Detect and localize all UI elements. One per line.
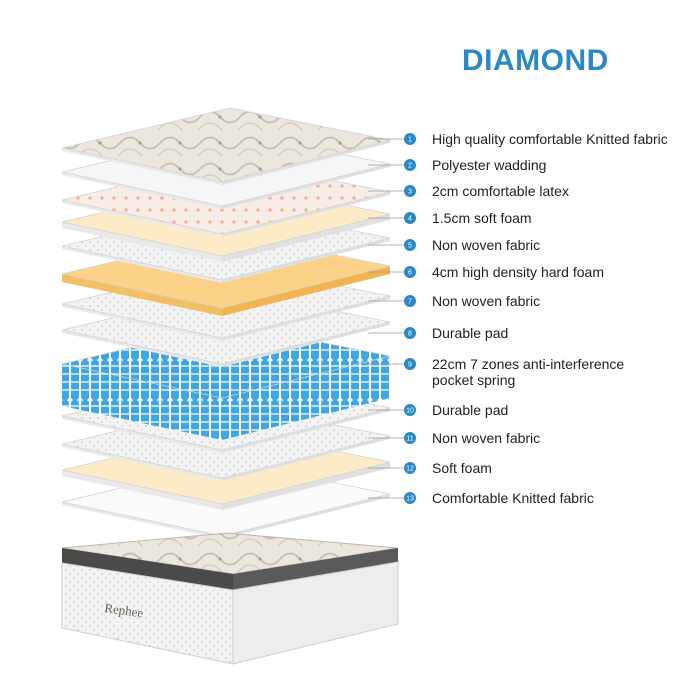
layer-side-8 <box>62 330 222 367</box>
layer-number-13: 13 <box>406 496 414 503</box>
layer-number-8: 8 <box>408 331 412 338</box>
assembled-mattress <box>61 532 399 665</box>
layer-number-badge-5 <box>404 239 416 251</box>
layer-side-3 <box>62 200 222 237</box>
layer-label-11: Non woven fabric <box>432 430 541 446</box>
layer-side-7 <box>62 304 222 341</box>
layer-label-8: Durable pad <box>432 325 509 341</box>
layer-number-badge-10 <box>404 404 416 416</box>
layer-side-10 <box>62 416 222 453</box>
layer-side-right-11 <box>222 436 390 481</box>
layer-number-6: 6 <box>408 270 412 277</box>
layer-label-4: 1.5cm soft foam <box>432 210 532 226</box>
layer-label-6: 4cm high density hard foam <box>432 264 604 280</box>
layer-number-badge-3 <box>404 185 416 197</box>
layer-side-2 <box>62 172 222 209</box>
layer-number-9: 9 <box>408 362 412 369</box>
layer-number-12: 12 <box>406 466 414 473</box>
layer-side-6 <box>62 274 222 316</box>
layer-number-10: 10 <box>406 408 414 415</box>
layer-number-badge-7 <box>404 295 416 307</box>
layer-number-badge-2 <box>404 159 416 171</box>
layer-label-13: Comfortable Knitted fabric <box>432 490 594 506</box>
layer-number-badge-13 <box>404 492 416 504</box>
layer-side-right-10 <box>222 408 390 453</box>
brand-label: Rephee <box>104 600 145 620</box>
layer-number-badge-4 <box>404 212 416 224</box>
layer-side-right-12 <box>222 462 390 510</box>
layer-quilted-knit-1 <box>61 107 391 183</box>
layer-number-11: 11 <box>406 436 413 443</box>
product-title: DIAMOND <box>462 44 609 77</box>
layer-side-right-6 <box>222 266 390 316</box>
layer-side-right-7 <box>222 296 390 341</box>
layer-label-9: 22cm 7 zones anti-interference <box>432 356 625 372</box>
layer-number-badge-1 <box>404 133 416 145</box>
layer-side-12 <box>62 470 222 510</box>
layer-label-1: High quality comfortable Knitted fabric <box>432 131 668 147</box>
layer-number-7: 7 <box>408 299 412 306</box>
layer-side-right-2 <box>222 164 390 209</box>
layer-side-11 <box>62 444 222 481</box>
layer-label-2: Polyester wadding <box>432 157 547 173</box>
layer-number-badge-12 <box>404 462 416 474</box>
layer-side-9 <box>62 364 222 440</box>
layer-number-badge-9 <box>404 358 416 370</box>
layer-side-right-13 <box>222 494 390 539</box>
layer-side-right-5 <box>222 238 390 283</box>
layer-label-9-line2: pocket spring <box>432 372 516 388</box>
layer-side-4 <box>62 222 222 262</box>
layer-number-4: 4 <box>408 216 412 223</box>
layer-side-13 <box>62 502 222 539</box>
layer-label-5: Non woven fabric <box>432 237 541 253</box>
layer-number-2: 2 <box>408 163 412 170</box>
layer-label-12: Soft foam <box>432 460 492 476</box>
layer-number-5: 5 <box>408 243 412 250</box>
layer-number-badge-8 <box>404 327 416 339</box>
layer-side-1 <box>62 148 222 185</box>
layer-label-10: Durable pad <box>432 402 509 418</box>
layer-label-7: Non woven fabric <box>432 293 541 309</box>
layer-side-right-8 <box>222 322 390 367</box>
layer-number-3: 3 <box>408 189 412 196</box>
mattress-right-side <box>232 561 399 665</box>
layer-side-5 <box>62 246 222 283</box>
layer-number-badge-6 <box>404 266 416 278</box>
mattress-piping-right <box>233 548 398 590</box>
layer-label-3: 2cm comfortable latex <box>432 183 569 199</box>
layer-side-right-3 <box>222 192 390 237</box>
layer-number-1: 1 <box>408 137 412 144</box>
layer-side-right-9 <box>222 356 390 440</box>
layer-side-right-1 <box>222 140 390 185</box>
mattress-piping <box>62 548 233 590</box>
layer-number-badge-11 <box>404 432 416 444</box>
layer-side-right-4 <box>222 214 390 262</box>
